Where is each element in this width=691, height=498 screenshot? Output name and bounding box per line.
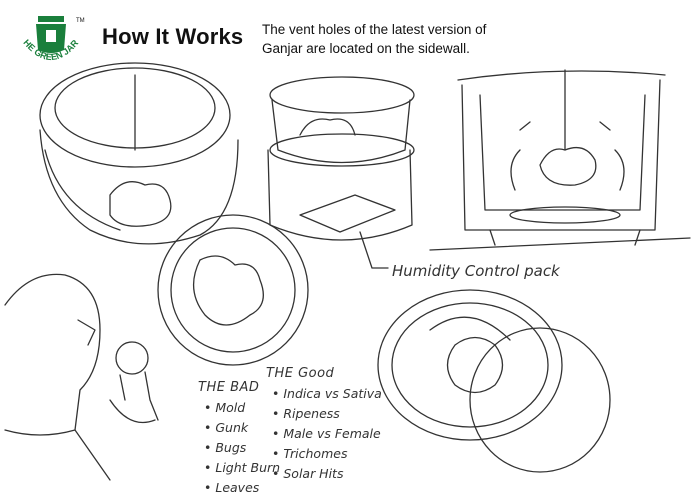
bad-item: • Gunk	[204, 420, 249, 435]
jar-sketch-left	[39, 62, 239, 245]
container-sketch-middle	[267, 76, 415, 241]
page-title: How It Works	[102, 24, 244, 49]
jar-icon: TM THE GREEN JARS	[13, 6, 85, 62]
description-line-1: The vent holes of the latest version of	[262, 22, 487, 37]
good-item: • Indica vs Sativa	[272, 386, 382, 401]
trademark-mark: TM	[76, 18, 85, 24]
bad-list-title: THE BAD	[198, 380, 260, 395]
bad-list: THE BAD • Mold • Gunk • Bugs • Light Bur…	[198, 378, 280, 498]
bad-item: • Light Burn	[204, 460, 281, 475]
good-item: • Ripeness	[272, 406, 340, 421]
humidity-pack-label: Humidity Control pack	[392, 262, 560, 280]
lid-sketch-bottom	[377, 289, 611, 473]
good-list: THE Good • Indica vs Sativa • Ripeness •…	[266, 364, 382, 484]
callout-leader-line	[359, 231, 389, 269]
brand-logo: TM THE GREEN JARS	[13, 6, 86, 72]
lid-sketch-middle	[157, 214, 309, 366]
good-item: • Male vs Female	[272, 426, 381, 441]
person-sketch	[4, 273, 159, 481]
cross-section-sketch	[429, 69, 691, 251]
bad-item: • Mold	[204, 400, 246, 415]
good-item: • Trichomes	[272, 446, 348, 461]
good-list-title: THE Good	[266, 366, 335, 381]
good-item: • Solar Hits	[272, 466, 344, 481]
description: The vent holes of the latest version of …	[262, 20, 522, 58]
bad-item: • Bugs	[204, 440, 247, 455]
description-line-2: Ganjar are located on the sidewall.	[262, 41, 470, 56]
